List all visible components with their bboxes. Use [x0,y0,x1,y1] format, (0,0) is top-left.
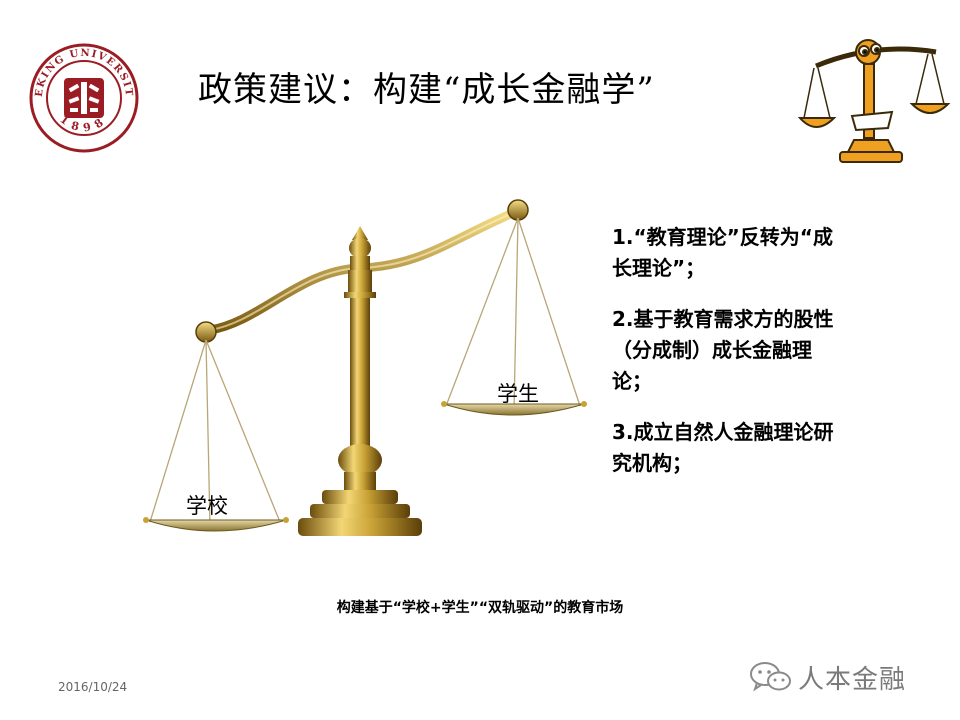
watermark: 人本金融 [748,657,906,697]
left-pan-label: 学校 [186,494,228,518]
balance-scale-illustration [143,199,587,536]
policy-point-3: 3.成立自然人金融理论研究机构； [612,420,834,475]
cartoon-balance-icon [797,39,951,163]
policy-points-list: 1.“教育理论”反转为“成长理论”； 2.基于教育需求方的股性（分成制）成长金融… [612,222,842,499]
policy-point-2: 2.基于教育需求方的股性（分成制）成长金融理论； [612,307,834,393]
figure-caption: 构建基于“学校+学生”“双轨驱动”的教育市场 [336,600,624,616]
page-title: 政策建议：构建“成长金融学” [198,70,655,110]
peking-university-logo: PEKING UNIVERSITY 1898 [28,42,139,153]
watermark-text: 人本金融 [798,664,907,695]
wechat-icon [750,662,791,692]
right-pan-label: 学生 [497,382,539,406]
slide-date: 2016/10/24 [58,680,128,694]
policy-point-1: 1.“教育理论”反转为“成长理论”； [612,225,833,280]
